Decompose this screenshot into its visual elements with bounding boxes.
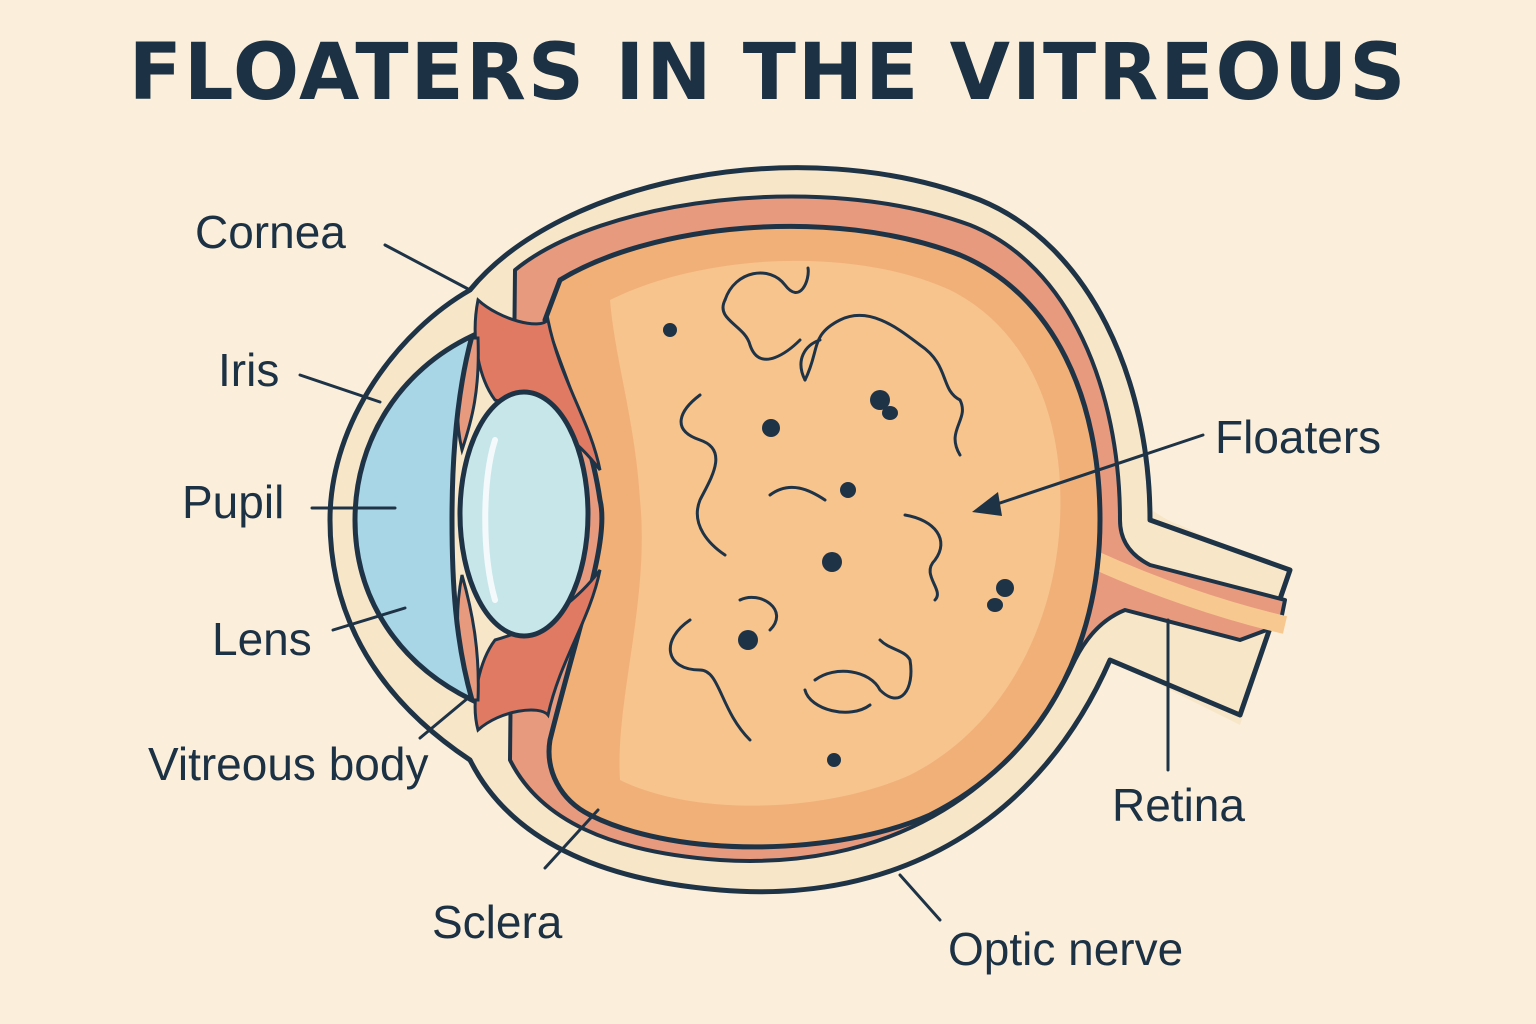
floater-strand (679, 393, 727, 557)
diagram-title: FLOATERS IN THE VITREOUS (128, 28, 1408, 118)
label-iris: Iris (218, 344, 280, 396)
floater-strand (738, 595, 778, 632)
leader-lines (298, 243, 1205, 922)
label-cornea: Cornea (195, 206, 346, 258)
vitreous-body-leader (418, 696, 470, 740)
sclera-leader (543, 808, 600, 870)
cornea (352, 331, 476, 705)
floater-dot (762, 419, 780, 437)
floater-strand (721, 298, 802, 361)
floater-dot (738, 630, 758, 650)
floater-strand (813, 638, 913, 700)
lens-leader (331, 606, 407, 632)
floater-strand (768, 485, 827, 502)
label-sclera: Sclera (432, 896, 563, 948)
floater-dot (822, 552, 842, 572)
floater-strand (799, 338, 822, 382)
label-floaters: Floaters (1215, 411, 1382, 463)
lens (457, 389, 591, 639)
floater-dot (840, 482, 856, 498)
floater-blob (987, 598, 1003, 612)
floater-dot (827, 753, 841, 767)
optic-nerve-leader (898, 873, 942, 922)
label-pupil: Pupil (182, 476, 285, 528)
ciliary-body-lower (473, 569, 602, 733)
lens-highlight (482, 437, 498, 603)
floater-blob (996, 579, 1014, 597)
retina-line (1091, 551, 1288, 634)
floater-strand (903, 513, 943, 602)
floater-dot (663, 323, 677, 337)
iris-leader (298, 373, 382, 404)
vitreous-inner-glow (610, 260, 1061, 806)
label-optic-nerve: Optic nerve (948, 923, 1184, 975)
label-lens: Lens (212, 613, 312, 665)
label-vitreous-body: Vitreous body (148, 738, 429, 790)
label-retina: Retina (1112, 779, 1245, 831)
cornea-leader (383, 243, 472, 292)
floaters (668, 266, 964, 742)
floater-strand (803, 313, 964, 457)
floater-dots (663, 323, 1014, 767)
floater-strand (668, 618, 752, 742)
floaters-arrowhead (972, 492, 1002, 516)
floater-blob (882, 406, 898, 420)
floaters-leader (983, 433, 1205, 510)
floater-strand (723, 266, 810, 302)
floater-blob (870, 390, 890, 410)
floater-strand (803, 688, 872, 714)
